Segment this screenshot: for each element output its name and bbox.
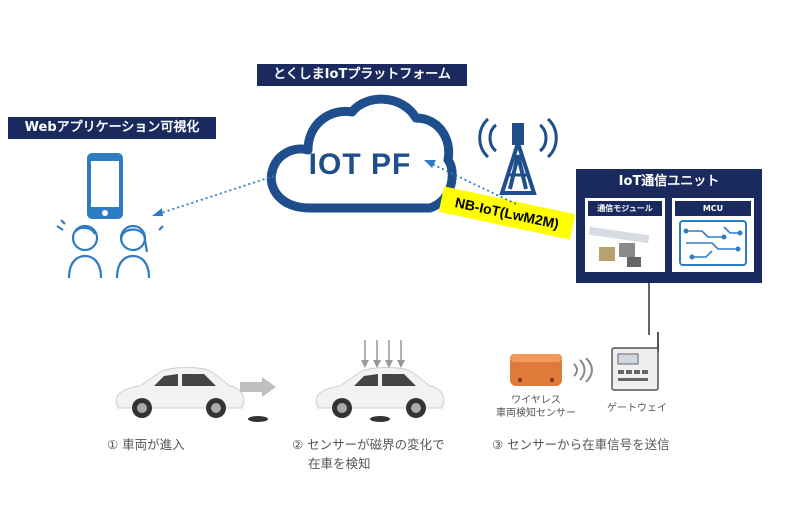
magnetic-field-arrows-icon (361, 340, 405, 368)
people-icon (56, 219, 164, 279)
uplink-arrow (424, 160, 517, 205)
mcu-card: MCU (672, 198, 754, 272)
mcu-label: MCU (675, 201, 751, 216)
gateway-icon (611, 332, 659, 391)
step-3-caption: ③ センサーから在車信号を送信 (492, 437, 670, 452)
cloud-icon (266, 94, 457, 213)
smartphone-icon (87, 153, 123, 219)
comm-module-card: 通信モジュール (585, 198, 665, 272)
sensor-icon (510, 354, 562, 386)
comm-module-icon (588, 226, 650, 267)
cloud-label: IOT PF (308, 148, 412, 181)
sensor-marker (248, 416, 268, 422)
platform-title: とくしまIoTプラットフォーム (257, 64, 467, 86)
step-1-caption: ① 車両が進入 (107, 437, 185, 452)
sensor-caption-line2: 車両検知センサー (496, 408, 576, 419)
iot-unit-title: IoT通信ユニット (618, 174, 720, 189)
signal-waves-icon (573, 358, 593, 382)
sensor-marker (370, 416, 390, 422)
cell-tower-icon (478, 117, 558, 195)
comm-module-label: 通信モジュール (588, 201, 662, 216)
unit-connector-line (648, 283, 650, 335)
web-app-title: Webアプリケーション可視化 (8, 117, 216, 139)
step-2-caption: ② センサーが磁界の変化で (292, 437, 445, 452)
car-icon (315, 367, 445, 418)
circuit-board-icon (679, 220, 747, 266)
sensor-caption-line1: ワイヤレス (511, 395, 561, 406)
progress-arrow (240, 377, 276, 397)
car-icon (115, 367, 245, 418)
gateway-caption: ゲートウェイ (607, 403, 667, 414)
data-flow-arrow (152, 175, 275, 216)
step-2-caption-line2: 在車を検知 (308, 456, 371, 471)
